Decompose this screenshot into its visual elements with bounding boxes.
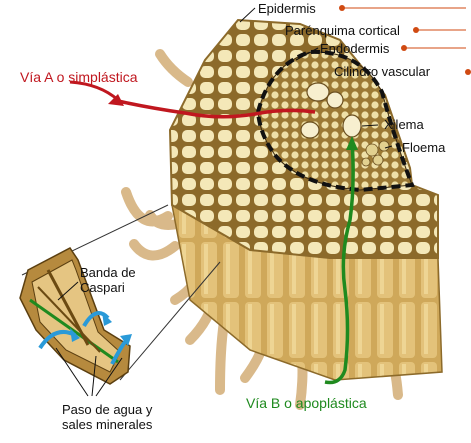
water-flow-arrowheads: [70, 312, 132, 346]
label-paso-line2: sales minerales: [62, 416, 153, 432]
leader-dots: [339, 5, 471, 75]
label-floema: Floema: [402, 140, 446, 155]
label-parenquima-cortical: Parénquima cortical: [285, 23, 400, 38]
leader-lines: [239, 7, 393, 149]
via-a-arrowhead: [108, 94, 124, 106]
endodermis-ring: [255, 49, 415, 193]
casparian-inset: [19, 204, 221, 385]
root-hair: [129, 239, 180, 261]
root-hair: [155, 49, 193, 87]
xylem: [300, 82, 362, 139]
label-banda-line2: Caspari: [80, 279, 125, 295]
label-epidermis: Epidermis: [258, 1, 316, 16]
banda-pointer-line: [57, 281, 79, 301]
label-paso-agua: Paso de agua y sales minerales: [62, 402, 172, 433]
root-hair: [121, 187, 173, 227]
label-banda-line1: Banda de: [80, 265, 136, 280]
label-via-b: Vía B o apoplástica: [246, 395, 367, 411]
label-via-a: Vía A o simplástica: [20, 69, 138, 85]
label-endodermis: Endodermis: [320, 41, 390, 56]
label-banda-caspari: Banda de Caspari: [80, 265, 170, 296]
label-paso-line1: Paso de agua y: [62, 402, 153, 417]
paso-pointer-lines: [55, 347, 123, 397]
via-b-pathway-line: [324, 139, 355, 385]
label-xilema: Xilema: [384, 117, 424, 132]
phloem: [361, 140, 390, 167]
leader-dots-lines: [342, 7, 466, 49]
via-a-pathway-line: [117, 99, 316, 119]
label-cilindro-vascular: Cilindro vascular: [334, 64, 431, 79]
via-b-arrowhead: [346, 136, 358, 150]
